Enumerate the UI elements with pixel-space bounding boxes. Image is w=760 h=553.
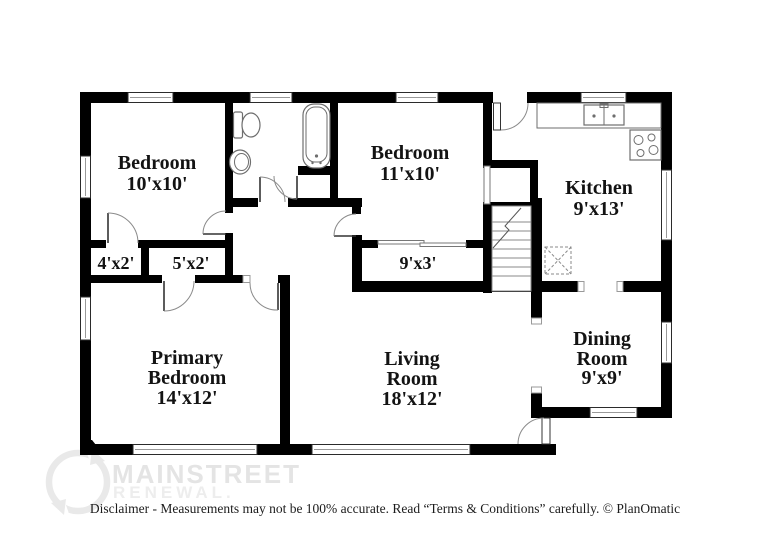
watermark-text: MAINSTREET RENEWAL.: [112, 459, 301, 502]
room-name: Room: [386, 368, 437, 390]
watermark-brand-line1: MAINSTREET: [112, 459, 301, 489]
window-bedroom1-left: [80, 155, 91, 199]
window-bedroom1-top: [127, 92, 174, 103]
window-primary-bottom: [132, 444, 258, 455]
bathroom-door: [259, 176, 286, 203]
room-label-kitchen: Kitchen 9'x13': [565, 177, 633, 220]
windows: [80, 92, 672, 455]
closet-left-door: [107, 212, 139, 244]
room-label-primary-bedroom: Primary Bedroom 14'x12': [148, 347, 227, 409]
linen-closet-door: [273, 175, 298, 200]
hall-closet-sliding-doors: [377, 240, 467, 247]
kitchen-counter: [536, 102, 662, 129]
window-dining-bottom: [589, 407, 638, 418]
room-label-living-room: Living Room 18'x12': [381, 348, 442, 410]
room-dims: 14'x12': [156, 387, 217, 409]
room-name: Room: [576, 348, 627, 370]
toilet-icon: [232, 111, 261, 139]
utility-dashed-box: [544, 246, 572, 275]
bathtub-icon: [302, 103, 331, 169]
room-dims: 11'x10': [380, 163, 440, 185]
room-label-dining-room: Dining Room 9'x9': [573, 328, 631, 389]
room-label-closet-mid: 5'x2': [172, 253, 209, 273]
back-door: [517, 417, 551, 445]
pedestal-sink-icon: [228, 149, 252, 175]
stairs: [491, 205, 532, 292]
closet-mid-door: [163, 280, 195, 312]
room-label-hall-closet: 9'x3': [399, 253, 436, 273]
window-primary-left: [80, 296, 91, 341]
room-name: Primary: [151, 347, 223, 369]
primary-bedroom-door: [242, 275, 279, 311]
window-kitchen-top: [580, 92, 627, 103]
room-name: Living: [384, 348, 440, 370]
window-kitchen-right: [661, 169, 672, 241]
window-bathroom-top: [249, 92, 293, 103]
room-dims: 9'x13': [573, 198, 624, 220]
disclaimer-text: Disclaimer - Measurements may not be 100…: [90, 501, 680, 516]
kitchen-fixtures: [536, 102, 662, 161]
double-sink-icon: [583, 103, 625, 126]
bathroom-fixtures: [228, 103, 331, 175]
window-bedroom2-top: [395, 92, 439, 103]
watermark-brand-line2: RENEWAL.: [113, 483, 235, 502]
stove-icon: [629, 129, 662, 161]
room-label-bedroom2: Bedroom 11'x10': [371, 142, 450, 185]
room-name: Bedroom: [371, 142, 450, 164]
window-dining-right: [661, 321, 672, 364]
room-dims: 9'x9': [581, 367, 622, 389]
kitchen-dining-opening: [577, 281, 624, 292]
doors: [107, 102, 624, 445]
room-dims: 10'x10': [126, 173, 187, 195]
room-name: Bedroom: [118, 152, 197, 174]
room-name: Kitchen: [565, 177, 633, 199]
room-name: Dining: [573, 328, 631, 350]
room-name: Bedroom: [148, 367, 227, 389]
bedroom1-door: [202, 210, 227, 235]
bedroom2-door: [333, 213, 357, 237]
window-living-bottom: [311, 444, 471, 455]
room-dims: 18'x12': [381, 388, 442, 410]
front-door: [493, 102, 529, 131]
bedroom2-closet-sliding-door: [483, 165, 491, 205]
room-label-closet-left: 4'x2': [97, 253, 134, 273]
living-dining-opening: [531, 317, 542, 394]
room-label-bedroom1: Bedroom 10'x10': [118, 152, 197, 195]
